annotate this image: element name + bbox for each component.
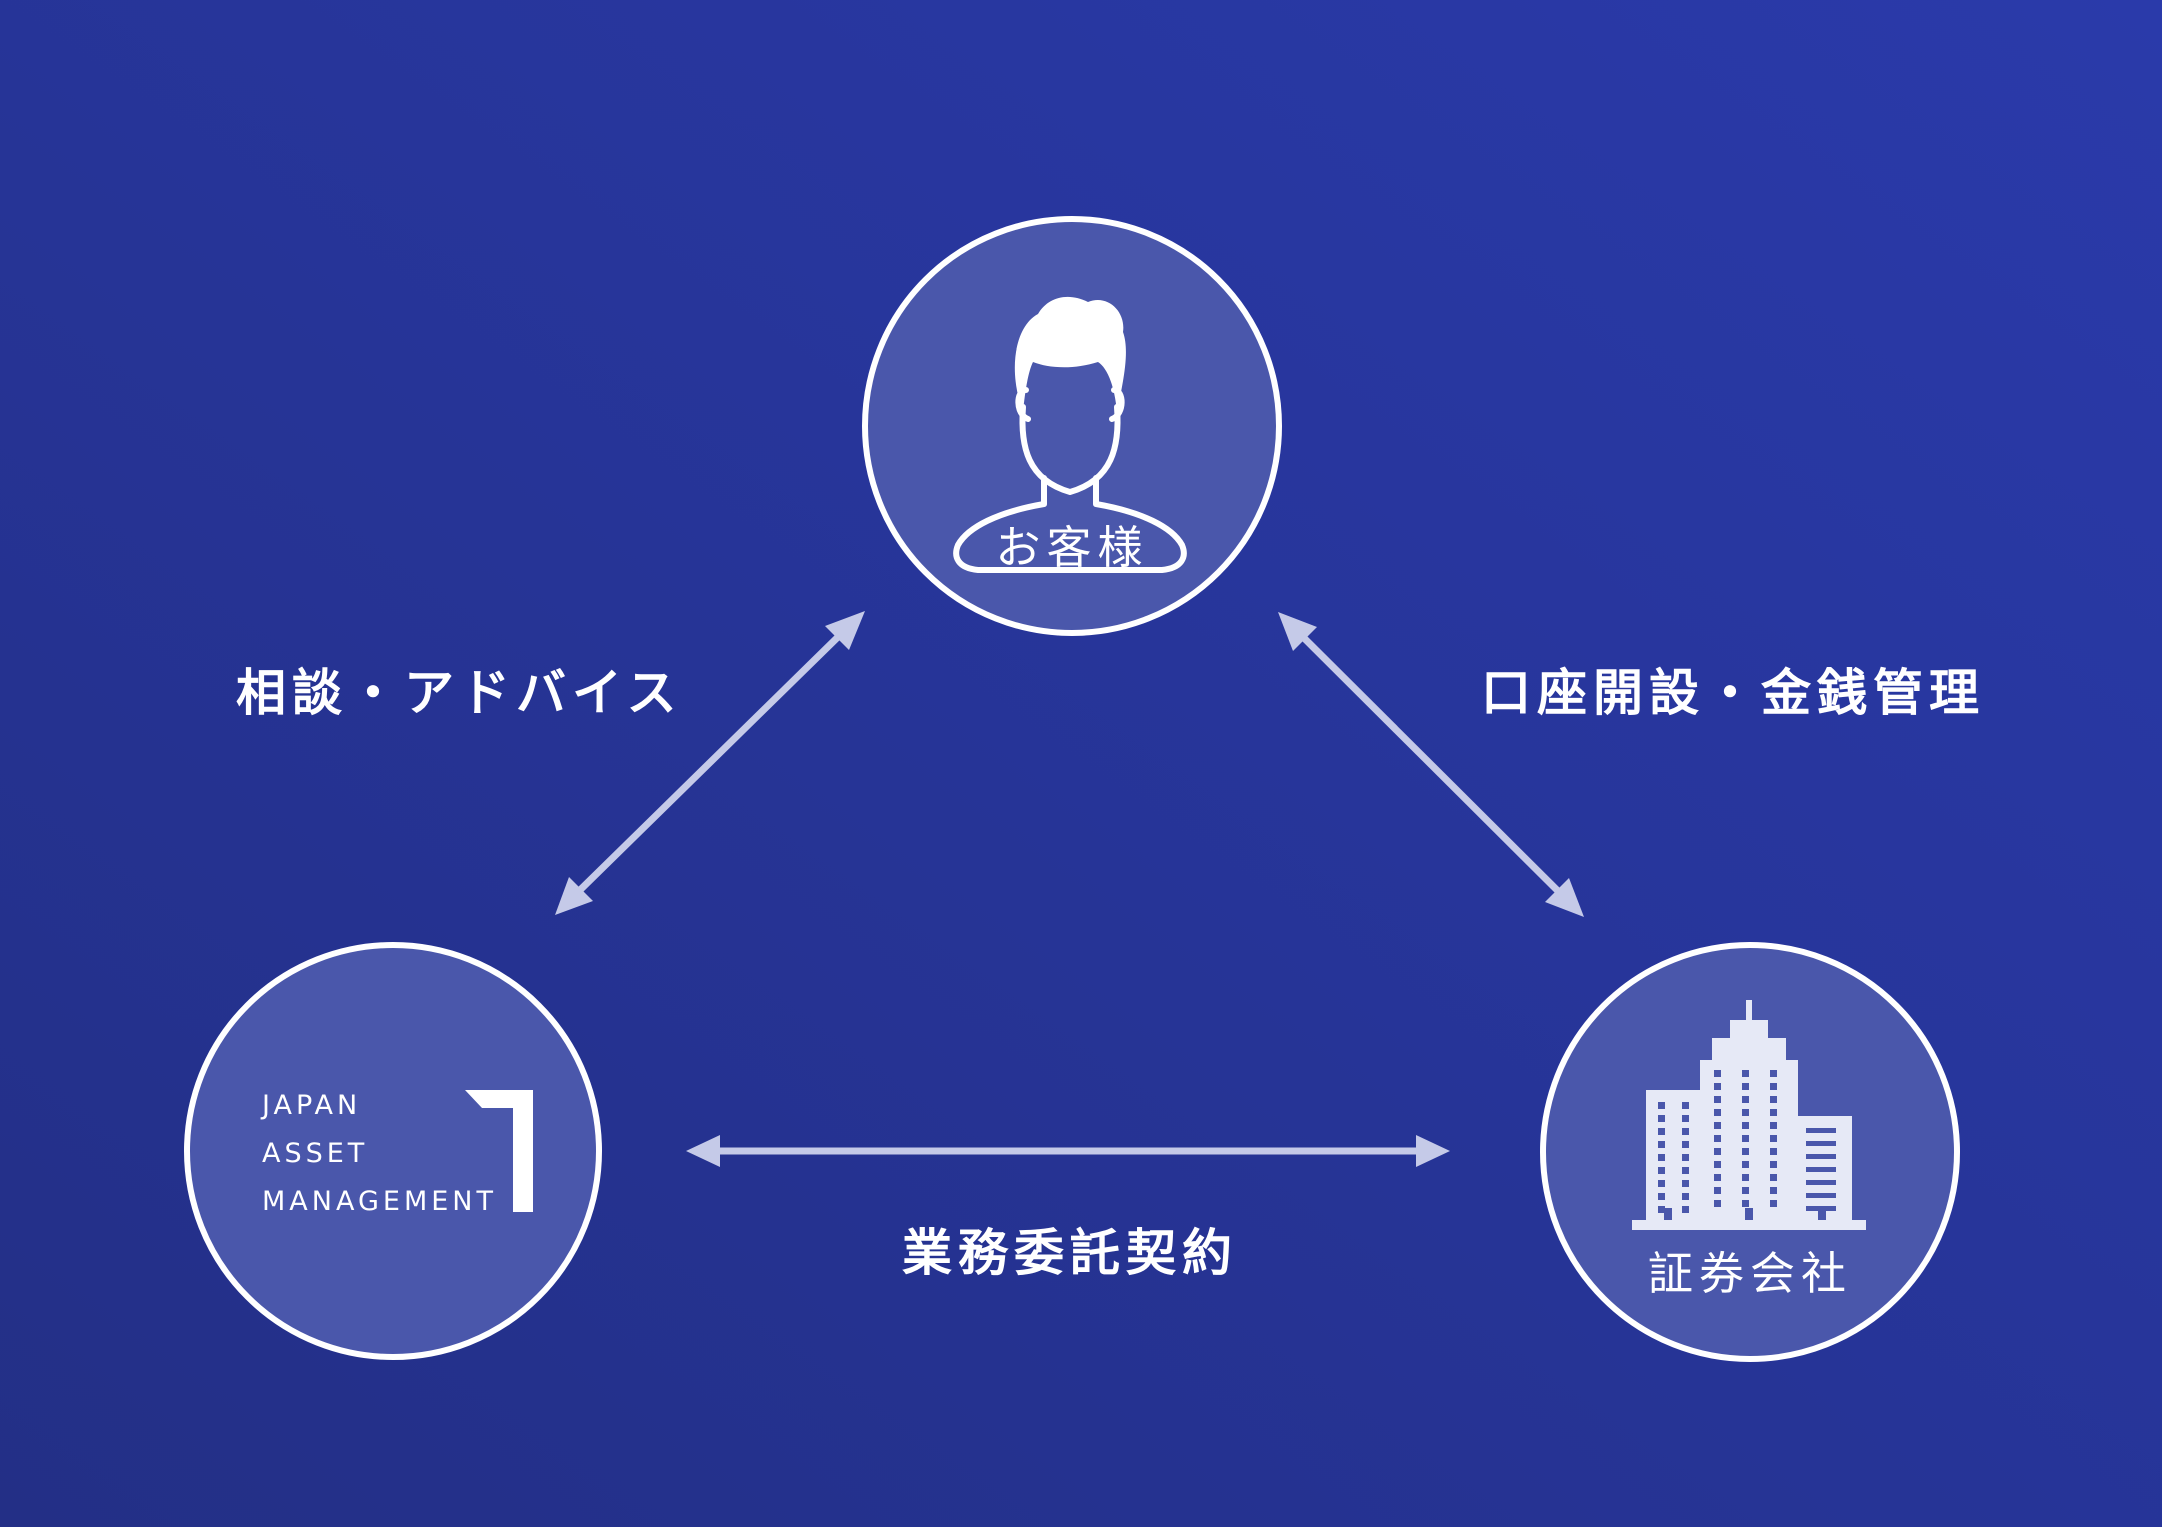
building-window — [1682, 1115, 1689, 1122]
building-window — [1682, 1180, 1689, 1187]
building-door — [1818, 1208, 1826, 1220]
building-window — [1658, 1115, 1665, 1122]
person-icon — [953, 296, 1187, 573]
logo-line-management: MANAGEMENT — [262, 1186, 497, 1217]
building-window — [1806, 1141, 1836, 1146]
building-window — [1806, 1128, 1836, 1133]
building-window — [1714, 1083, 1721, 1090]
building-window — [1682, 1167, 1689, 1174]
building-window — [1658, 1102, 1665, 1109]
customer-node: お客様 — [862, 216, 1282, 636]
building-window — [1770, 1096, 1777, 1103]
building-window — [1658, 1154, 1665, 1161]
arrow-company-securities — [686, 1135, 1450, 1167]
building-window — [1714, 1122, 1721, 1129]
building-window — [1714, 1135, 1721, 1142]
building-window — [1658, 1141, 1665, 1148]
building-window — [1714, 1161, 1721, 1168]
building-window — [1682, 1102, 1689, 1109]
logo-line-asset: ASSET — [262, 1138, 369, 1169]
building-window — [1658, 1180, 1665, 1187]
building-window — [1770, 1122, 1777, 1129]
arrowhead-icon — [825, 611, 865, 650]
building-window — [1742, 1174, 1749, 1181]
arrowhead-icon — [1278, 612, 1317, 651]
securities-label: 証券会社 — [1647, 1247, 1852, 1300]
building-window — [1742, 1070, 1749, 1077]
building-window — [1770, 1148, 1777, 1155]
arrowhead-icon — [1416, 1135, 1450, 1167]
building-window — [1682, 1154, 1689, 1161]
building-window — [1658, 1167, 1665, 1174]
building-window — [1714, 1148, 1721, 1155]
edge-label-consultation: 相談・アドバイス — [236, 664, 683, 722]
building-window — [1770, 1174, 1777, 1181]
building-window — [1742, 1096, 1749, 1103]
arrowhead-icon — [686, 1135, 720, 1167]
arrow-customer-securities — [1278, 612, 1584, 917]
building-window — [1742, 1200, 1749, 1207]
building-window — [1742, 1161, 1749, 1168]
building-window — [1806, 1167, 1836, 1172]
building-door — [1664, 1208, 1672, 1220]
building-window — [1714, 1200, 1721, 1207]
building-window — [1742, 1122, 1749, 1129]
building-window — [1770, 1109, 1777, 1116]
arrowhead-icon — [555, 877, 593, 915]
building-window — [1682, 1128, 1689, 1135]
building-icon — [1632, 1000, 1866, 1230]
building-window — [1714, 1174, 1721, 1181]
building-window — [1770, 1083, 1777, 1090]
building-window — [1714, 1187, 1721, 1194]
edge-label-service-contract: 業務委託契約 — [902, 1224, 1238, 1282]
building-window — [1682, 1206, 1689, 1213]
company-node: JAPAN ASSET MANAGEMENT — [184, 942, 602, 1360]
customer-label: お客様 — [995, 521, 1149, 574]
building-window — [1806, 1180, 1836, 1185]
building-window — [1806, 1154, 1836, 1159]
building-window — [1770, 1135, 1777, 1142]
logo-line-japan: JAPAN — [262, 1090, 362, 1121]
building-window — [1770, 1070, 1777, 1077]
edge-label-account-management: 口座開設・金銭管理 — [1481, 664, 1985, 722]
building-window — [1770, 1161, 1777, 1168]
building-window — [1742, 1187, 1749, 1194]
building-window — [1658, 1128, 1665, 1135]
building-window — [1770, 1200, 1777, 1207]
building-window — [1658, 1193, 1665, 1200]
building-window — [1658, 1206, 1665, 1213]
building-window — [1770, 1187, 1777, 1194]
building-window — [1714, 1109, 1721, 1116]
arrow-customer-company — [555, 611, 865, 915]
logo-bracket-icon — [465, 1090, 533, 1212]
building-window — [1742, 1083, 1749, 1090]
building-window — [1742, 1109, 1749, 1116]
arrowhead-icon — [1545, 878, 1584, 917]
securities-node: 証券会社 — [1540, 942, 1960, 1362]
building-window — [1682, 1193, 1689, 1200]
building-window — [1682, 1141, 1689, 1148]
building-door — [1745, 1208, 1753, 1220]
building-window — [1742, 1148, 1749, 1155]
building-window — [1806, 1193, 1836, 1198]
building-window — [1714, 1096, 1721, 1103]
building-window — [1714, 1070, 1721, 1077]
building-window — [1742, 1135, 1749, 1142]
